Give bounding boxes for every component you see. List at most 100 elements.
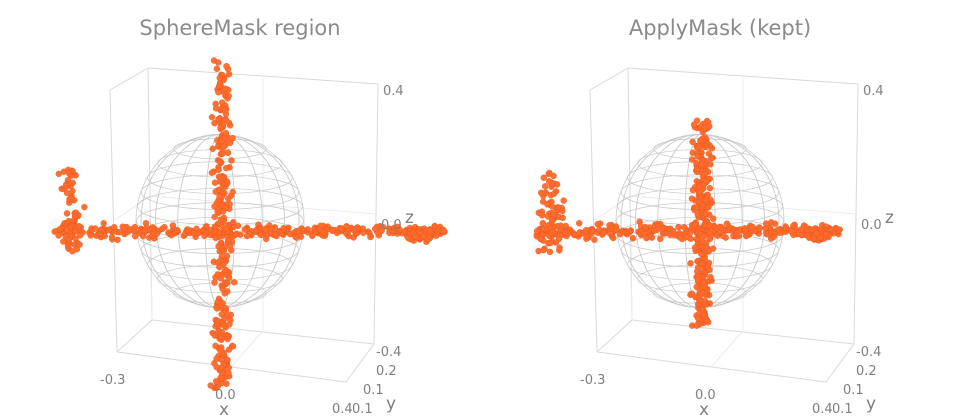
data-point: [788, 227, 796, 235]
data-point: [222, 225, 230, 233]
y-tick-label: 0.2: [856, 364, 877, 379]
data-point: [650, 227, 658, 235]
data-point: [223, 62, 230, 70]
grid-line: [711, 331, 743, 367]
data-point: [709, 245, 717, 252]
data-point: [546, 248, 554, 256]
data-point: [763, 220, 770, 227]
data-point: [537, 235, 545, 243]
data-point: [211, 332, 219, 339]
data-point: [207, 382, 214, 389]
data-point: [707, 161, 714, 168]
data-point: [575, 219, 583, 227]
data-point: [76, 241, 83, 248]
z-tick-label: 0.4: [383, 84, 404, 99]
data-point: [220, 143, 228, 150]
data-point: [217, 239, 225, 247]
data-point: [709, 215, 717, 222]
data-point: [557, 226, 565, 234]
data-point: [63, 226, 71, 234]
data-point: [540, 246, 547, 254]
data-point: [549, 203, 556, 210]
grid-line: [231, 331, 263, 367]
data-point: [703, 316, 711, 324]
x-axis-label: x: [699, 400, 709, 420]
z-axis-label: z: [885, 208, 894, 228]
data-point: [707, 274, 714, 281]
data-point: [810, 235, 817, 243]
axis-edge: [345, 343, 375, 383]
axis-frame: [589, 67, 859, 383]
data-point: [582, 227, 590, 234]
data-point: [412, 233, 419, 240]
data-point: [218, 375, 225, 382]
data-point: [75, 223, 83, 230]
data-point: [338, 225, 345, 232]
data-point: [613, 226, 620, 233]
data-point: [389, 226, 396, 234]
data-point: [227, 242, 234, 249]
data-point: [695, 143, 703, 150]
data-point: [817, 233, 824, 241]
data-point: [706, 229, 713, 236]
data-point: [121, 225, 128, 232]
data-point: [693, 203, 701, 211]
data-point: [72, 228, 79, 235]
data-point: [234, 222, 242, 230]
data-point: [705, 248, 712, 255]
data-point: [212, 105, 220, 112]
data-point: [217, 216, 225, 223]
data-point: [559, 214, 566, 222]
data-point: [705, 203, 712, 211]
data-point: [87, 232, 94, 239]
data-point: [106, 226, 113, 234]
data-point: [225, 119, 233, 126]
grid-line: [114, 195, 151, 221]
data-point: [550, 190, 558, 197]
data-point: [693, 159, 700, 167]
data-point: [540, 174, 547, 181]
data-point: [278, 230, 285, 237]
data-point: [213, 363, 220, 371]
data-point: [195, 229, 203, 237]
data-point: [694, 315, 702, 322]
data-point: [213, 355, 220, 362]
data-point: [222, 204, 229, 212]
data-point: [263, 235, 270, 243]
data-point: [230, 218, 237, 226]
data-point: [169, 222, 177, 229]
data-point: [211, 279, 218, 286]
axis-edge: [109, 89, 118, 353]
z-tick-label: -0.4: [856, 345, 881, 360]
data-point: [216, 257, 224, 264]
data-point: [538, 212, 546, 219]
data-point: [440, 226, 447, 234]
data-point: [226, 321, 233, 328]
data-point: [701, 283, 709, 290]
data-point: [591, 236, 598, 244]
y-tick-label: 0.1: [352, 402, 373, 417]
data-point: [174, 226, 181, 234]
data-point: [241, 226, 249, 233]
data-point: [225, 346, 233, 353]
data-point: [770, 233, 778, 241]
data-point: [51, 228, 58, 235]
data-point: [698, 157, 706, 164]
data-point: [694, 276, 702, 283]
data-point: [701, 170, 709, 178]
data-point: [706, 266, 713, 274]
data-point: [742, 227, 749, 235]
data-point: [434, 227, 442, 235]
data-point: [675, 223, 682, 231]
chart-title: ApplyMask (kept): [628, 16, 812, 40]
data-point: [215, 83, 223, 90]
y-tick-label: 0.1: [363, 383, 384, 398]
axis-edge: [596, 351, 827, 383]
y-tick-label: 0.1: [832, 402, 853, 417]
z-tick-label: 0.0: [861, 218, 882, 233]
data-point: [224, 335, 231, 343]
data-point: [687, 260, 694, 267]
data-point: [110, 223, 118, 231]
data-point: [224, 149, 232, 157]
data-point: [210, 57, 218, 64]
